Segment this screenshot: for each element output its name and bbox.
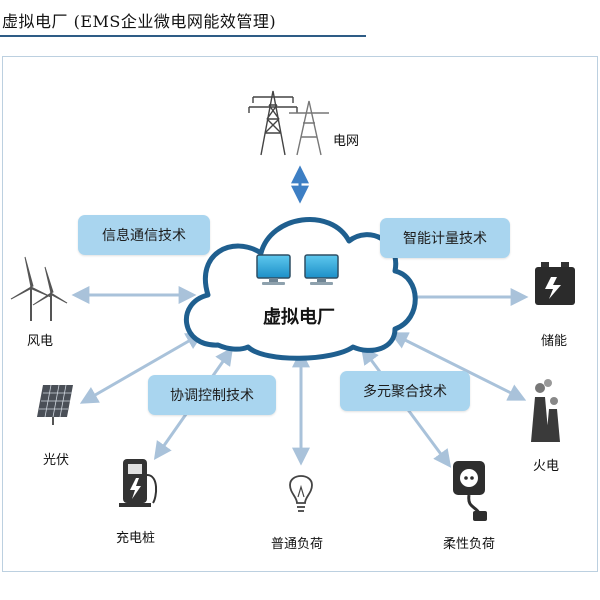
wind-turbine-icon [10, 256, 68, 321]
title-underline [0, 35, 366, 37]
tech-box-coordination-control: 协调控制技术 [148, 375, 276, 415]
page-header: 虚拟电厂 (EMS企业微电网能效管理) [0, 0, 600, 44]
tech-box-multi-aggregation: 多元聚合技术 [340, 371, 470, 411]
battery-icon [535, 262, 575, 305]
page-title: 虚拟电厂 (EMS企业微电网能效管理) [2, 12, 277, 31]
node-label-general-load: 普通负荷 [271, 537, 324, 552]
node-label-grid: 电网 [333, 134, 360, 149]
arrow-thermal [389, 332, 527, 401]
monitor-icon [256, 254, 291, 285]
arrow-solar [79, 332, 205, 404]
light-bulb-icon [289, 475, 313, 512]
tech-box-smart-metering: 智能计量技术 [380, 218, 510, 258]
node-label-thermal: 火电 [533, 459, 560, 474]
cloud-label: 虚拟电厂 [263, 307, 335, 328]
power-plant-icon [531, 379, 560, 442]
node-label-solar: 光伏 [43, 453, 70, 468]
monitor-icon [304, 254, 339, 285]
node-label-charging-pile: 充电桩 [116, 531, 156, 546]
tech-box-info-communication: 信息通信技术 [78, 215, 210, 255]
power-socket-icon [453, 461, 487, 521]
node-label-storage: 储能 [541, 334, 568, 349]
node-label-wind: 风电 [27, 334, 54, 349]
diagram-frame: 信息通信技术 智能计量技术 协调控制技术 多元聚合技术 虚拟电厂 电网 风电 储… [2, 56, 598, 572]
power-tower-icon [248, 90, 329, 156]
ev-charger-icon [119, 459, 158, 507]
node-label-flexible-load: 柔性负荷 [443, 537, 496, 552]
solar-panel-icon [37, 384, 73, 425]
